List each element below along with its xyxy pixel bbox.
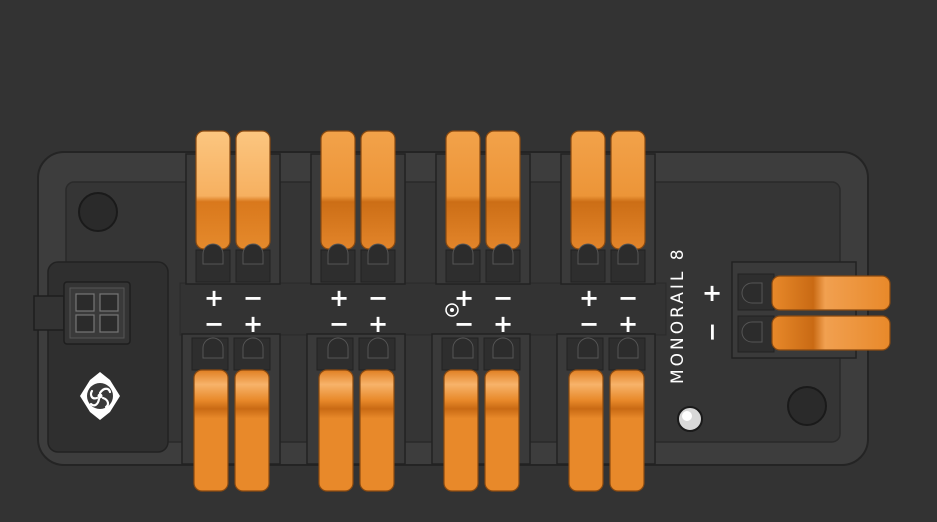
polarity-plus-label: + [328, 284, 350, 312]
input-lever-plus[interactable] [771, 275, 891, 311]
top-lever-4b[interactable] [610, 130, 646, 265]
bottom-lever-2a[interactable] [318, 337, 354, 492]
polarity-minus-label: − [578, 310, 600, 338]
bottom-lever-3a[interactable] [443, 337, 479, 492]
input-polarity-plus-label: + [701, 279, 723, 307]
polarity-plus-label: + [242, 310, 264, 338]
top-lever-1a[interactable] [195, 130, 231, 265]
mounting-hole-icon [78, 192, 118, 232]
polarity-plus-label: + [453, 284, 475, 312]
top-lever-2b[interactable] [360, 130, 396, 265]
polarity-minus-label: − [453, 310, 475, 338]
center-rail [179, 282, 667, 336]
bottom-lever-1b[interactable] [234, 337, 270, 492]
top-lever-1b[interactable] [235, 130, 271, 265]
bottom-lever-4a[interactable] [568, 337, 604, 492]
top-lever-3a[interactable] [445, 130, 481, 265]
polarity-plus-label: + [492, 310, 514, 338]
top-lever-3b[interactable] [485, 130, 521, 265]
polarity-minus-label: − [328, 310, 350, 338]
bottom-lever-2b[interactable] [359, 337, 395, 492]
polarity-plus-label: + [617, 310, 639, 338]
polarity-minus-label: − [367, 284, 389, 312]
polarity-minus-label: − [203, 310, 225, 338]
bottom-lever-3b[interactable] [484, 337, 520, 492]
polarity-minus-label: − [242, 284, 264, 312]
input-lever-minus[interactable] [771, 315, 891, 351]
polarity-plus-label: + [203, 284, 225, 312]
polarity-minus-label: − [617, 284, 639, 312]
four-pin-connector-icon [33, 281, 131, 345]
bottom-lever-4b[interactable] [609, 337, 645, 492]
polarity-plus-label: + [367, 310, 389, 338]
polarity-plus-label: + [578, 284, 600, 312]
polarity-minus-label: − [492, 284, 514, 312]
brand-label: MONORAIL 8 [668, 246, 688, 384]
top-lever-2a[interactable] [320, 130, 356, 265]
center-marker-icon [445, 303, 459, 317]
input-polarity-minus-label: − [698, 321, 726, 343]
led-indicator-icon [677, 406, 703, 432]
mounting-hole-icon [787, 386, 827, 426]
bottom-lever-1a[interactable] [193, 337, 229, 492]
fan-logo-icon [80, 372, 120, 420]
top-lever-4a[interactable] [570, 130, 606, 265]
